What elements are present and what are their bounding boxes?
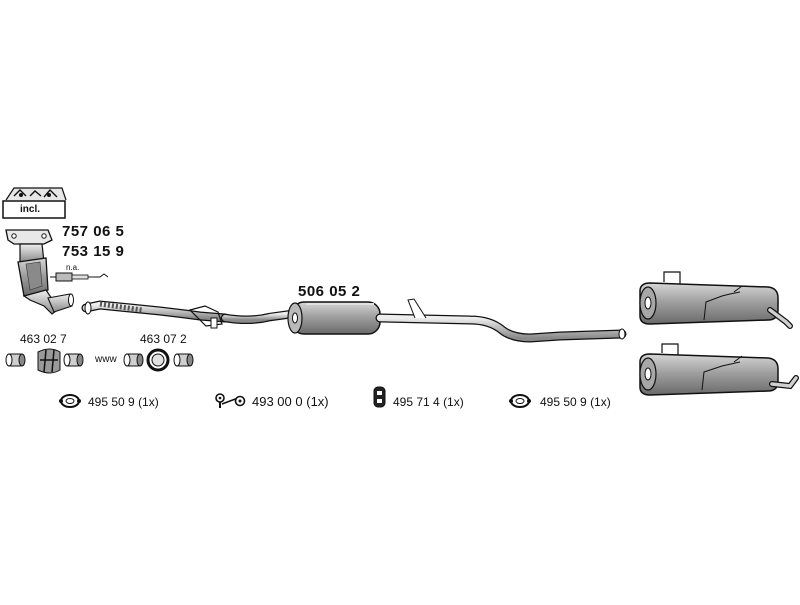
clamp-icon [37, 348, 61, 374]
pipe-sleeve-icon [123, 353, 144, 367]
mount-part-1: 495 50 9 (1x) [88, 395, 159, 409]
rear-silencer-1 [639, 271, 793, 329]
rear-silencer-2 [639, 343, 799, 396]
front-pipe-catalyst [5, 229, 74, 315]
mount-part-4: 495 50 9 (1x) [540, 395, 611, 409]
clamp-set-2-number: 463 07 2 [140, 332, 187, 346]
clamp-set-1-number: 463 02 7 [20, 332, 67, 346]
rubber-hanger-icon [373, 386, 386, 408]
kit-box-label: incl. [20, 204, 41, 215]
middle-silencer [287, 301, 381, 335]
bolt-set-icon [215, 393, 246, 408]
flex-pipe-section [81, 300, 230, 329]
lambda-sensor-icon [50, 272, 109, 282]
sensor-note: n.a. [66, 263, 80, 272]
pipe-sleeve-icon [63, 353, 84, 367]
mount-part-3: 495 71 4 (1x) [393, 395, 464, 409]
middle-silencer-number: 506 05 2 [298, 283, 361, 300]
gasket-ring-icon [59, 394, 81, 408]
front-part-number-2: 753 15 9 [62, 243, 125, 260]
gasket-ring-icon [509, 394, 531, 408]
mount-part-2: 493 00 0 (1x) [252, 394, 329, 409]
pipe-sleeve-icon [173, 353, 194, 367]
clamp-set-1 [5, 348, 84, 374]
pipe-sleeve-icon [5, 353, 26, 367]
kit-box-icon [2, 187, 67, 219]
front-part-number-1: 757 06 5 [62, 223, 125, 240]
rear-pipe [375, 298, 627, 343]
spring-label: www [95, 354, 117, 365]
clamp-set-2 [123, 348, 194, 372]
clamp-ring-icon [146, 348, 170, 372]
